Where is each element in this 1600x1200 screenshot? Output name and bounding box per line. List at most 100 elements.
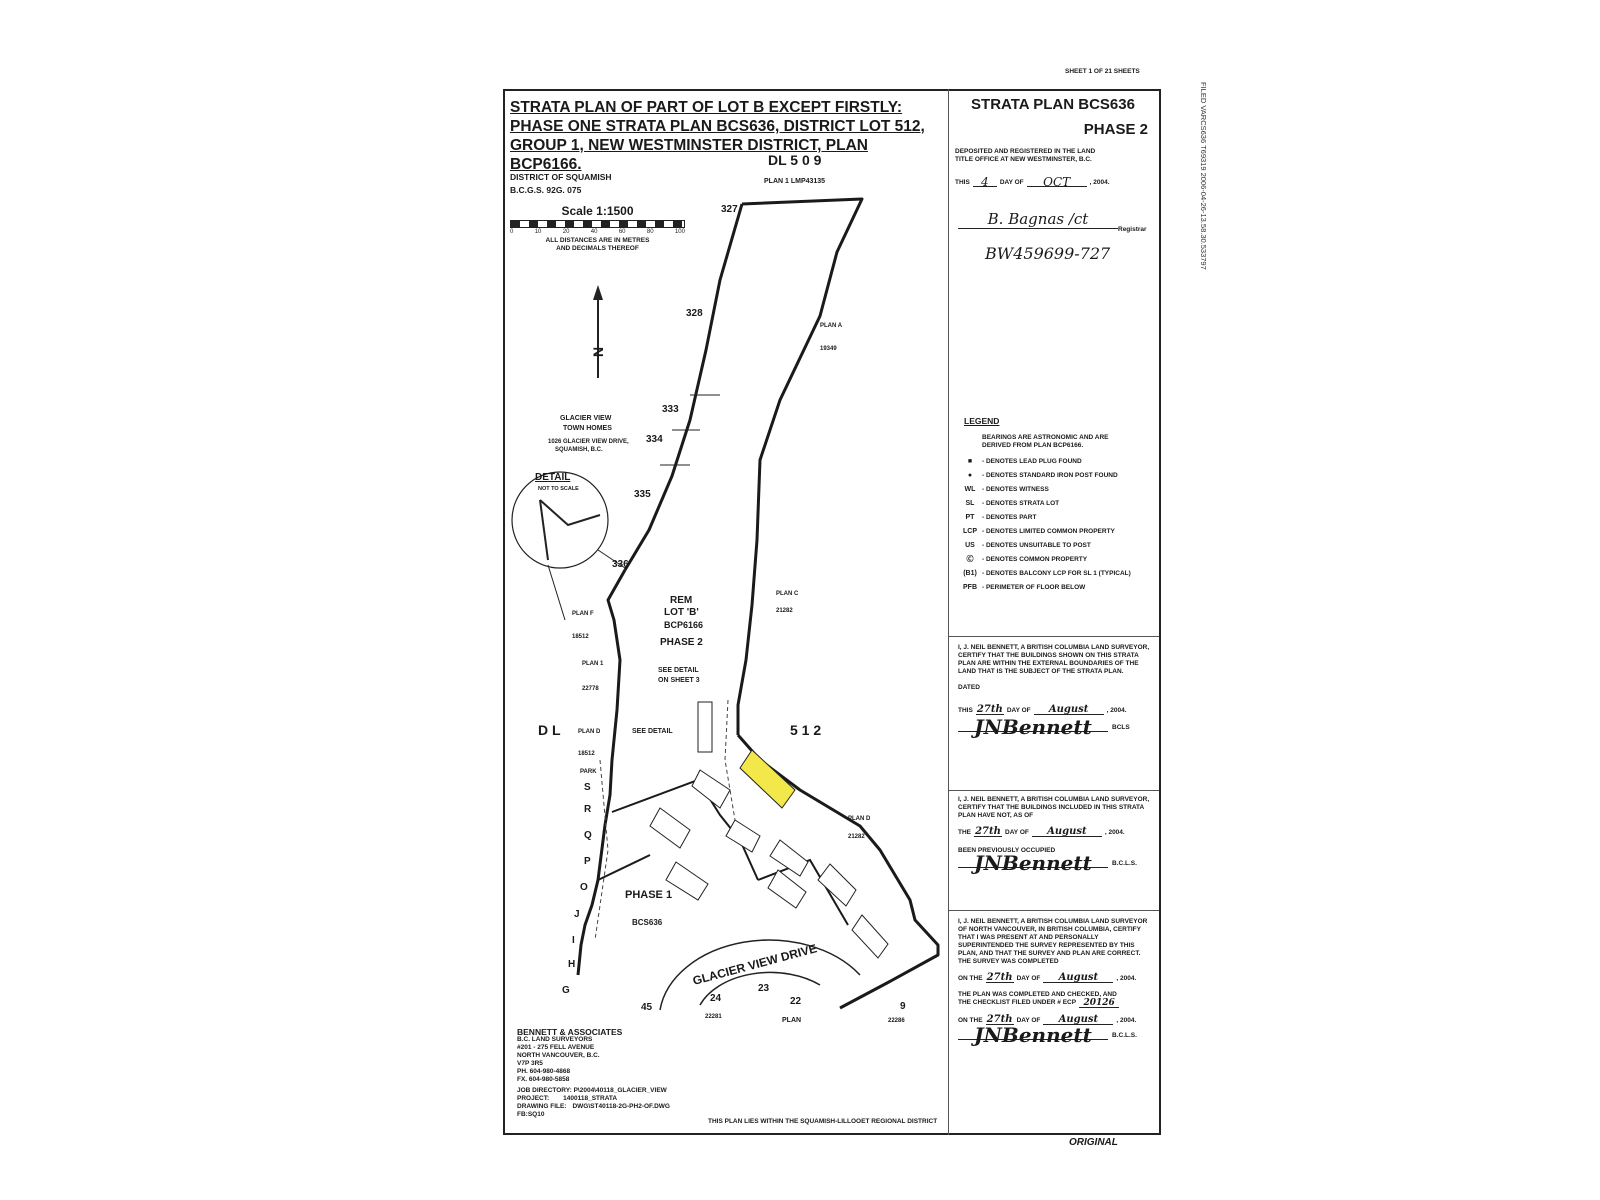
complex-address-1: 1026 GLACIER VIEW DRIVE, [548,439,629,445]
plan-1-number: 22778 [582,686,599,692]
job-directory: JOB DIRECTORY: P\2004\40118_GLACIER_VIEW [517,1087,667,1094]
lot-number: 24 [710,993,722,1004]
building-c2 [691,769,731,809]
lead-plug-icon: ■ [967,458,973,465]
plan-a-number: 19349 [820,346,837,352]
cert-date-line-2: ON THE 27th DAY OF August , 2004. [958,1014,1153,1025]
bcgs-number: B.C.G.S. 92G. 075 [510,185,582,195]
lot-number: 335 [634,489,651,500]
deposit-line-1: DEPOSITED AND REGISTERED IN THE LAND [955,148,1096,155]
scale-note-1: ALL DISTANCES ARE IN METRES [545,237,650,244]
cert-role: B.C.L.S. [1112,1032,1137,1039]
strata-plan-title: STRATA PLAN BCS636 [971,96,1135,113]
parcel-boundary [576,197,940,1010]
deposit-month: OCT [1026,176,1087,188]
cert-this-label: ON THE [958,1017,983,1024]
scale-tick: 0 [510,229,514,235]
surveyor-line: #201 - 275 FELL AVENUE [517,1044,595,1051]
legend-text: - DENOTES COMMON PROPERTY [982,556,1088,563]
legend-item: SL- DENOTES STRATA LOT [958,500,1148,508]
legend-symbol: PT [965,514,975,521]
cert-year: , 2004. [1104,829,1125,836]
cert-role: BCLS [1112,724,1130,731]
legend-text: - PERIMETER OF FLOOR BELOW [982,584,1086,591]
project-label: PROJECT: [517,1095,550,1102]
title-line-4: BCP6166. [510,156,582,173]
drawing-value: DWG\ST40118-2G-PH2-OF.DWG [572,1103,670,1110]
legend-text: - DENOTES LIMITED COMMON PROPERTY [982,528,1115,535]
cert-text: I, J. NEIL BENNETT, A BRITISH COLUMBIA L… [958,796,1150,819]
strip-letter: R [584,804,592,815]
strip-letter: G [562,985,570,996]
legend-item: PT - DENOTES PART [958,514,1148,522]
north-arrow-icon: N [590,285,606,378]
rem-lot-label: LOT 'B' [664,607,699,618]
legend-text: - DENOTES PART [982,514,1037,521]
cert-text: I, J. NEIL BENNETT, A BRITISH COLUMBIA L… [958,644,1150,675]
cert-day-of: DAY OF [1006,707,1031,714]
lot-number: 333 [662,404,679,415]
buildings [649,701,889,959]
legend-intro-2: DERIVED FROM PLAN BCP6166. [982,442,1084,449]
legend-symbol: WL [964,486,976,493]
registrar-signature: B. Bagnas /ct [958,210,1118,229]
cert-date-line: ON THE 27th DAY OF August , 2004. [958,972,1153,983]
building-c3 [697,701,713,753]
legend-symbol: PFB [963,584,977,591]
deposit-note: DEPOSITED AND REGISTERED IN THE LAND TIT… [955,148,1150,164]
plan-top-label: PLAN 1 LMP43135 [764,178,825,185]
cert-text: I, J. NEIL BENNETT, A BRITISH COLUMBIA L… [958,918,1148,965]
cert-day: 27th [974,826,1002,837]
legend-symbol: LCP [963,528,977,535]
legend-item: PFB - PERIMETER OF FLOOR BELOW [958,584,1148,592]
common-property-icon: Ⓒ [966,556,974,563]
legend-item: ■- DENOTES LEAD PLUG FOUND [958,458,1148,466]
see-detail-2-label: SEE DETAIL [632,728,673,735]
plan-header: STRATA PLAN BCS636 PHASE 2 [958,96,1148,138]
plan-f-label: PLAN F [572,611,594,617]
building-c [725,819,761,853]
legend-text: - DENOTES STANDARD IRON POST FOUND [982,472,1118,479]
cert-day: 27th [985,1014,1014,1025]
complex-name-1: GLACIER VIEW [560,415,612,422]
lot-number: 45 [641,1002,653,1013]
legend-item: WL- DENOTES WITNESS [958,486,1148,494]
field-book: FB:SQ10 [517,1111,545,1118]
cert-day-of: DAY OF [1016,1017,1041,1024]
legend: LEGEND BEARINGS ARE ASTRONOMIC AND ARE D… [958,416,1148,598]
building-a2 [769,839,809,877]
phase-label: PHASE 2 [1083,121,1148,138]
legend-item: Ⓒ - DENOTES COMMON PROPERTY [958,556,1148,564]
cert-year: , 2004. [1106,707,1127,714]
scale-ticks: 0 10 20 40 60 80 100 [510,229,685,235]
plan-bottom-label: PLAN [782,1017,801,1024]
glacier-view-drive [659,939,861,1011]
complex-address-2: SQUAMISH, B.C. [555,447,603,453]
project-value: 1400118_STRATA [563,1095,618,1102]
cert-day-of: DAY OF [1005,829,1029,836]
detail-circle [511,471,609,621]
cert-day: 27th [985,972,1014,983]
strip-letter: I [572,935,575,946]
plan-c-number: 21282 [776,608,793,614]
park-label: PARK [580,769,597,775]
cert-checked-line-2: THE CHECKLIST FILED UNDER # ECP [958,999,1077,1006]
sheet-divider [948,89,949,1135]
cert-month: August [1031,827,1102,837]
building-a3 [817,863,857,907]
lot-number: 9 [900,1001,906,1012]
scale-label: Scale 1:1500 [561,204,634,218]
cert-checked-line-1: THE PLAN WAS COMPLETED AND CHECKED, AND [958,991,1117,998]
building-b1 [767,869,807,909]
detail-note: NOT TO SCALE [538,486,579,492]
plan-sheet-border [503,89,1161,1135]
rem-plan-label: BCP6166 [664,620,703,630]
plan-title-block: STRATA PLAN OF PART OF LOT B EXCEPT FIRS… [510,98,930,174]
strip-letter: P [584,856,591,867]
plan-bottom2-number: 22286 [888,1018,905,1024]
lot-number: 336 [612,559,629,570]
road-label: GLACIER VIEW DRIVE [691,941,818,988]
legend-item: US- DENOTES UNSUITABLE TO POST [958,542,1148,550]
cert-date-line: THE 27th DAY OF August , 2004. [958,826,1153,837]
